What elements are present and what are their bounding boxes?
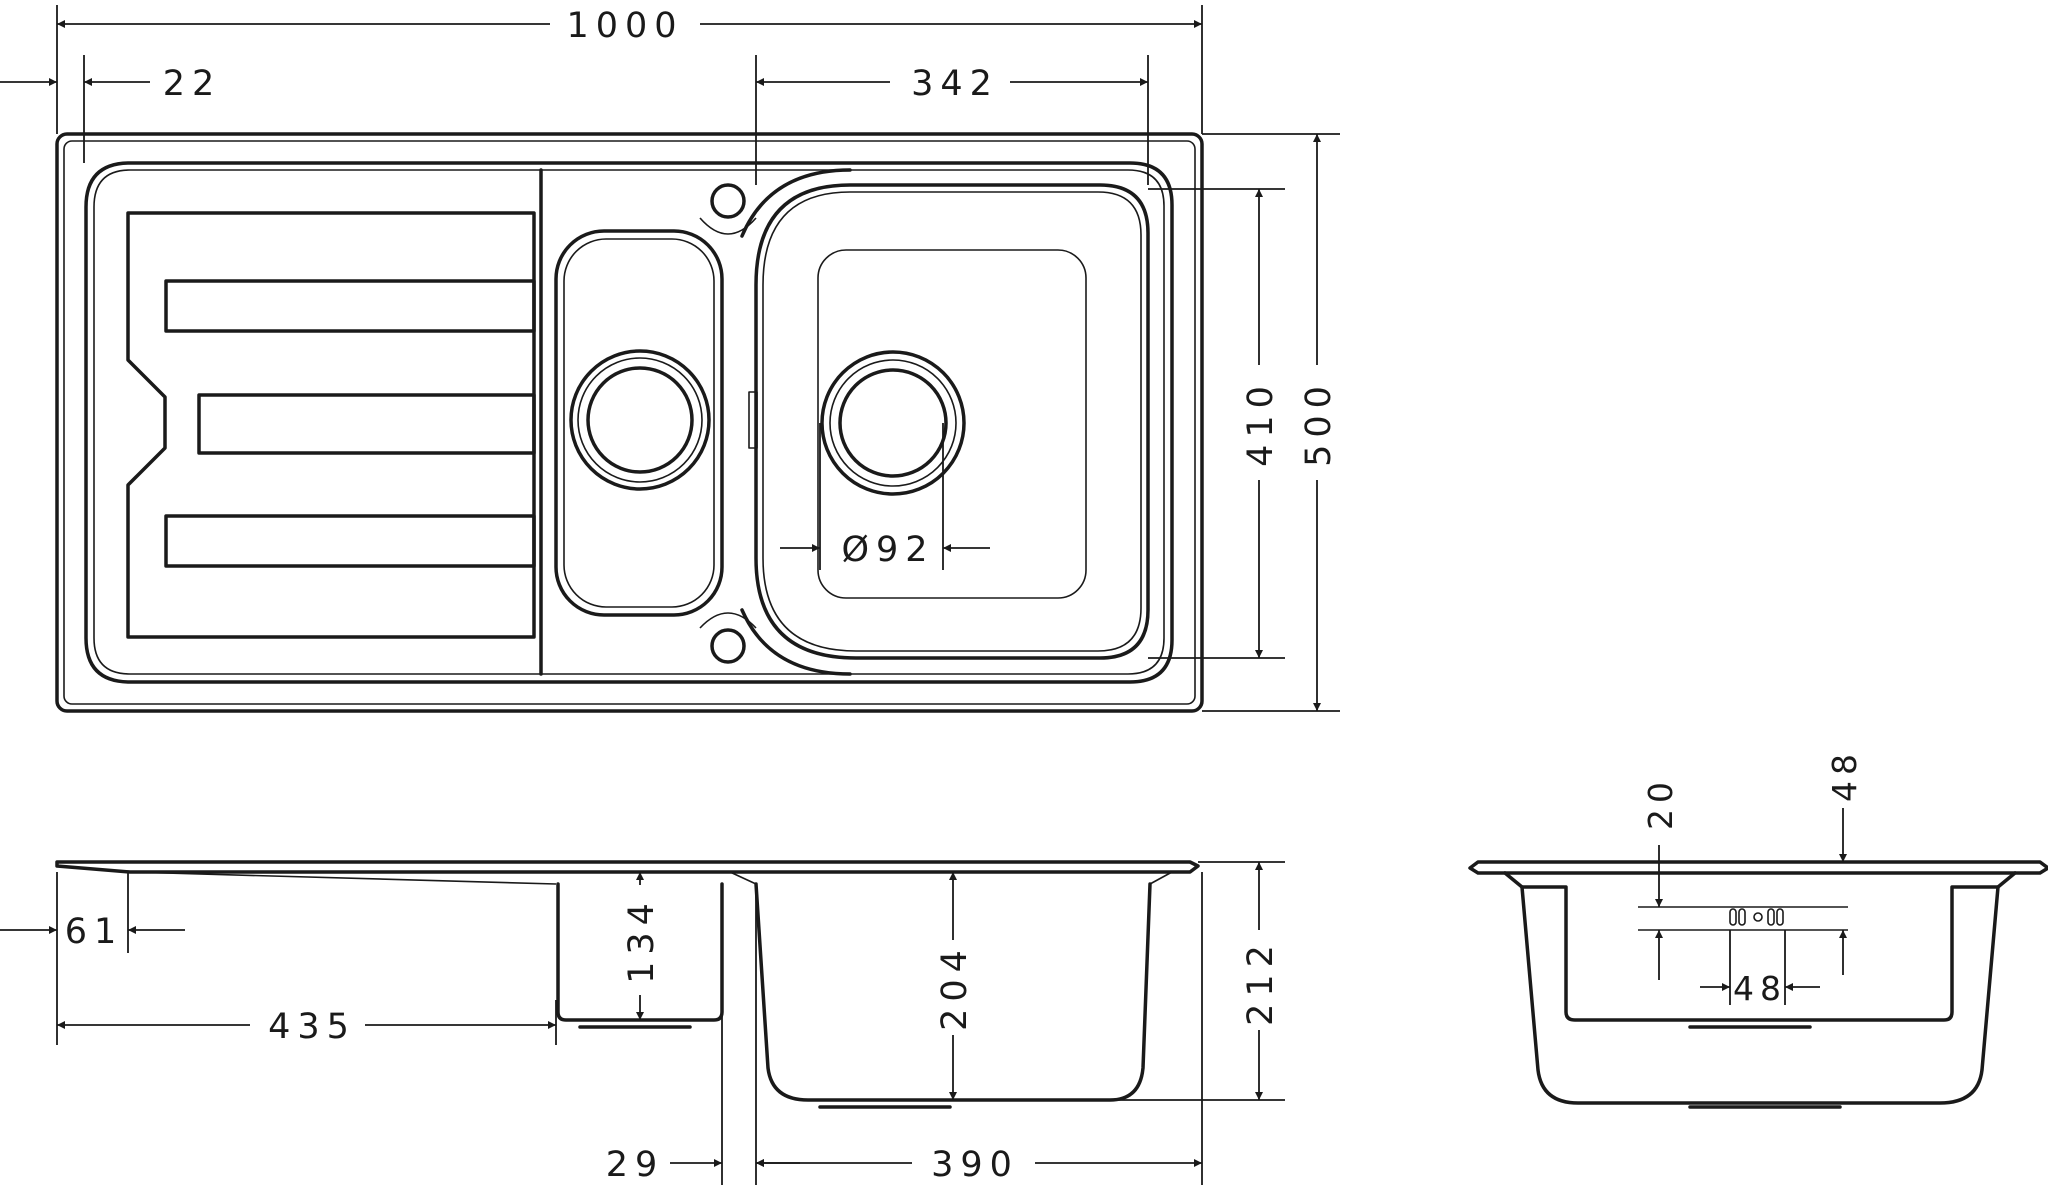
tap-hole-bottom-surround: [699, 612, 757, 629]
main-bowl-floor: [817, 249, 1087, 599]
label-main-bowl-width: 342: [911, 64, 999, 104]
top-view-dimensions: 1000 22 342 410 500 Ø92: [0, 5, 1340, 712]
sink-inner-surface-offset: [93, 169, 1165, 675]
top-view: [55, 132, 1204, 713]
front-view-dimensions: 61 134 435 204 212 29 390: [0, 861, 1285, 1185]
main-bowl: [754, 183, 1150, 660]
main-bowl-drain-inner: [838, 368, 948, 478]
label-total-height: 212: [1241, 938, 1281, 1026]
side-overflow-slot-4: [1776, 908, 1784, 926]
label-overflow-width: 48: [1733, 969, 1787, 1008]
side-bowl-lower: [1520, 885, 2000, 1105]
side-section-view: [1468, 860, 2048, 1109]
side-overflow-hole: [1753, 912, 1763, 922]
label-bowl-depth: 410: [1241, 379, 1281, 467]
side-overflow-slot-1: [1729, 908, 1737, 926]
front-main-bowl: [754, 882, 1152, 1102]
main-bowl-drain-outer: [820, 350, 966, 496]
front-drainer-slope: [129, 871, 557, 885]
label-rim-offset: 61: [65, 912, 124, 952]
sink-inner-surface: [84, 161, 1174, 684]
drainer-groove-1: [164, 279, 536, 333]
sink-outer-rim-inner-line: [63, 140, 1196, 705]
label-rim-thickness: 20: [1641, 776, 1680, 830]
main-bowl-offset: [762, 191, 1142, 652]
sink-outer-rim: [55, 132, 1204, 713]
label-inner-width: 390: [931, 1145, 1019, 1185]
small-bowl: [554, 229, 724, 617]
front-rim: [55, 860, 1200, 874]
label-small-bowl-depth: 134: [622, 896, 662, 984]
drainer-board: [126, 211, 536, 639]
drainer-groove-3: [164, 514, 536, 568]
label-overall-width: 1000: [566, 6, 683, 46]
main-bowl-drain-ring: [829, 359, 957, 487]
small-bowl-drain-inner: [586, 366, 694, 474]
side-bowl-upper: [1503, 871, 2017, 1022]
small-bowl-drain-outer: [569, 349, 711, 491]
label-main-bowl-depth: 204: [935, 943, 975, 1031]
label-edge-offset: 22: [163, 64, 222, 104]
front-section-view: [55, 860, 1200, 1109]
tap-hole-top: [710, 183, 746, 219]
small-bowl-drain-ring: [577, 357, 703, 483]
side-rim: [1468, 860, 2048, 875]
label-drain-diameter: Ø92: [841, 530, 934, 570]
small-bowl-inner: [563, 238, 715, 608]
label-gap: 29: [606, 1145, 665, 1185]
tap-hole-bottom: [710, 628, 746, 664]
side-overflow-slot-3: [1767, 908, 1775, 926]
side-overflow-slot-2: [1738, 908, 1746, 926]
front-rim-edge-left: [729, 871, 757, 885]
tap-hole-top-surround: [699, 217, 757, 235]
side-view-dimensions: 20 48 48: [1641, 748, 1864, 1008]
label-top-offset: 48: [1825, 748, 1864, 802]
main-bowl-transition-bottom: [740, 608, 852, 676]
main-bowl-transition: [740, 168, 852, 238]
front-rim-edge-right: [1149, 871, 1173, 885]
label-overall-depth: 500: [1299, 379, 1339, 467]
drainer-groove-2: [197, 393, 536, 455]
label-drainer-length: 435: [268, 1007, 356, 1047]
